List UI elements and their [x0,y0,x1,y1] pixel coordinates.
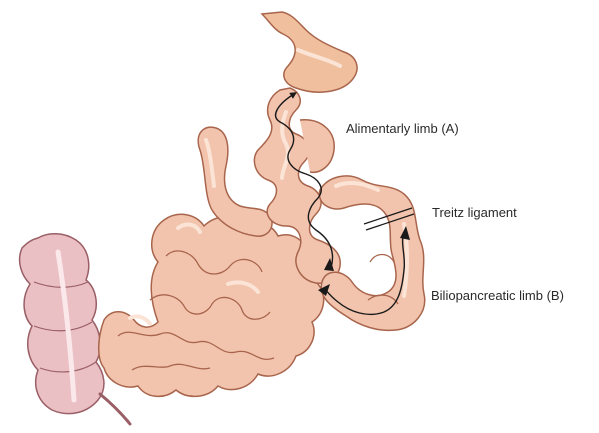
biliopancreatic-limb-label: Biliopancreatic limb (B) [431,289,564,302]
alimentary-limb-label: Alimentarly limb (A) [346,122,459,135]
treitz-ligament-label: Treitz ligament [432,206,517,219]
small-bowel-loops [99,214,324,396]
upper-bowel-loop [198,127,272,236]
gastric-pouch [262,12,357,92]
